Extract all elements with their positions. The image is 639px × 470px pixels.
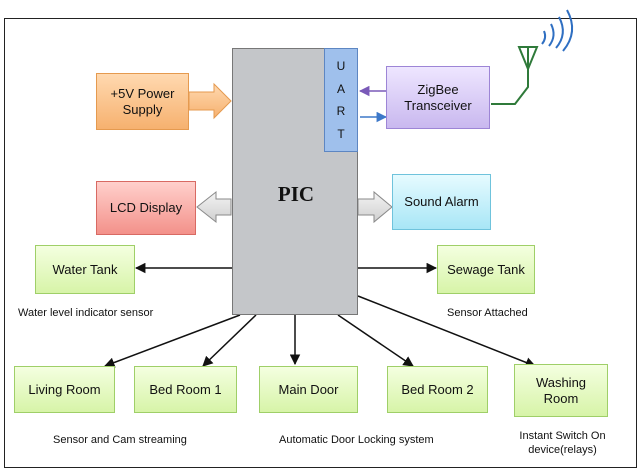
pic-label: PIC	[277, 182, 315, 206]
to-living-room-arrow	[104, 314, 241, 368]
bed-room-2-block: Bed Room 2	[387, 366, 488, 413]
sound-alarm-block: Sound Alarm	[392, 174, 491, 230]
to-washing-room-arrow	[357, 295, 536, 368]
to-bed-room-2-arrow	[337, 314, 414, 367]
power-arrow	[188, 82, 232, 120]
uart-block: U A R T	[324, 48, 358, 152]
bed-room-1-block: Bed Room 1	[134, 366, 237, 413]
water-level-caption: Water level indicator sensor	[18, 307, 154, 319]
alarm-arrow	[357, 190, 393, 224]
water-tank-block: Water Tank	[35, 245, 135, 294]
uart-letter: U	[336, 59, 346, 74]
uart-letter: R	[336, 104, 346, 119]
main-door-block: Main Door	[259, 366, 358, 413]
uart-letter: T	[337, 126, 345, 141]
power-supply-block: +5V Power Supply	[96, 73, 189, 130]
sensor-attached-caption: Sensor Attached	[447, 307, 528, 319]
zigbee-transceiver-block: ZigBee Transceiver	[386, 66, 490, 129]
instant-switch-caption: Instant Switch On device(relays)	[519, 430, 606, 456]
signal-waves-icon	[541, 9, 574, 52]
diagram-frame	[4, 18, 637, 468]
washing-room-block: Washing Room	[514, 364, 608, 417]
to-bed-room-1-arrow	[202, 314, 257, 367]
lcd-display-block: LCD Display	[96, 181, 196, 235]
living-room-block: Living Room	[14, 366, 115, 413]
antenna-icon	[491, 46, 539, 105]
uart-letter: A	[336, 81, 345, 96]
lcd-arrow	[196, 190, 232, 224]
cam-streaming-caption: Sensor and Cam streaming	[53, 434, 187, 446]
sewage-tank-block: Sewage Tank	[437, 245, 535, 294]
door-locking-caption: Automatic Door Locking system	[279, 434, 434, 446]
